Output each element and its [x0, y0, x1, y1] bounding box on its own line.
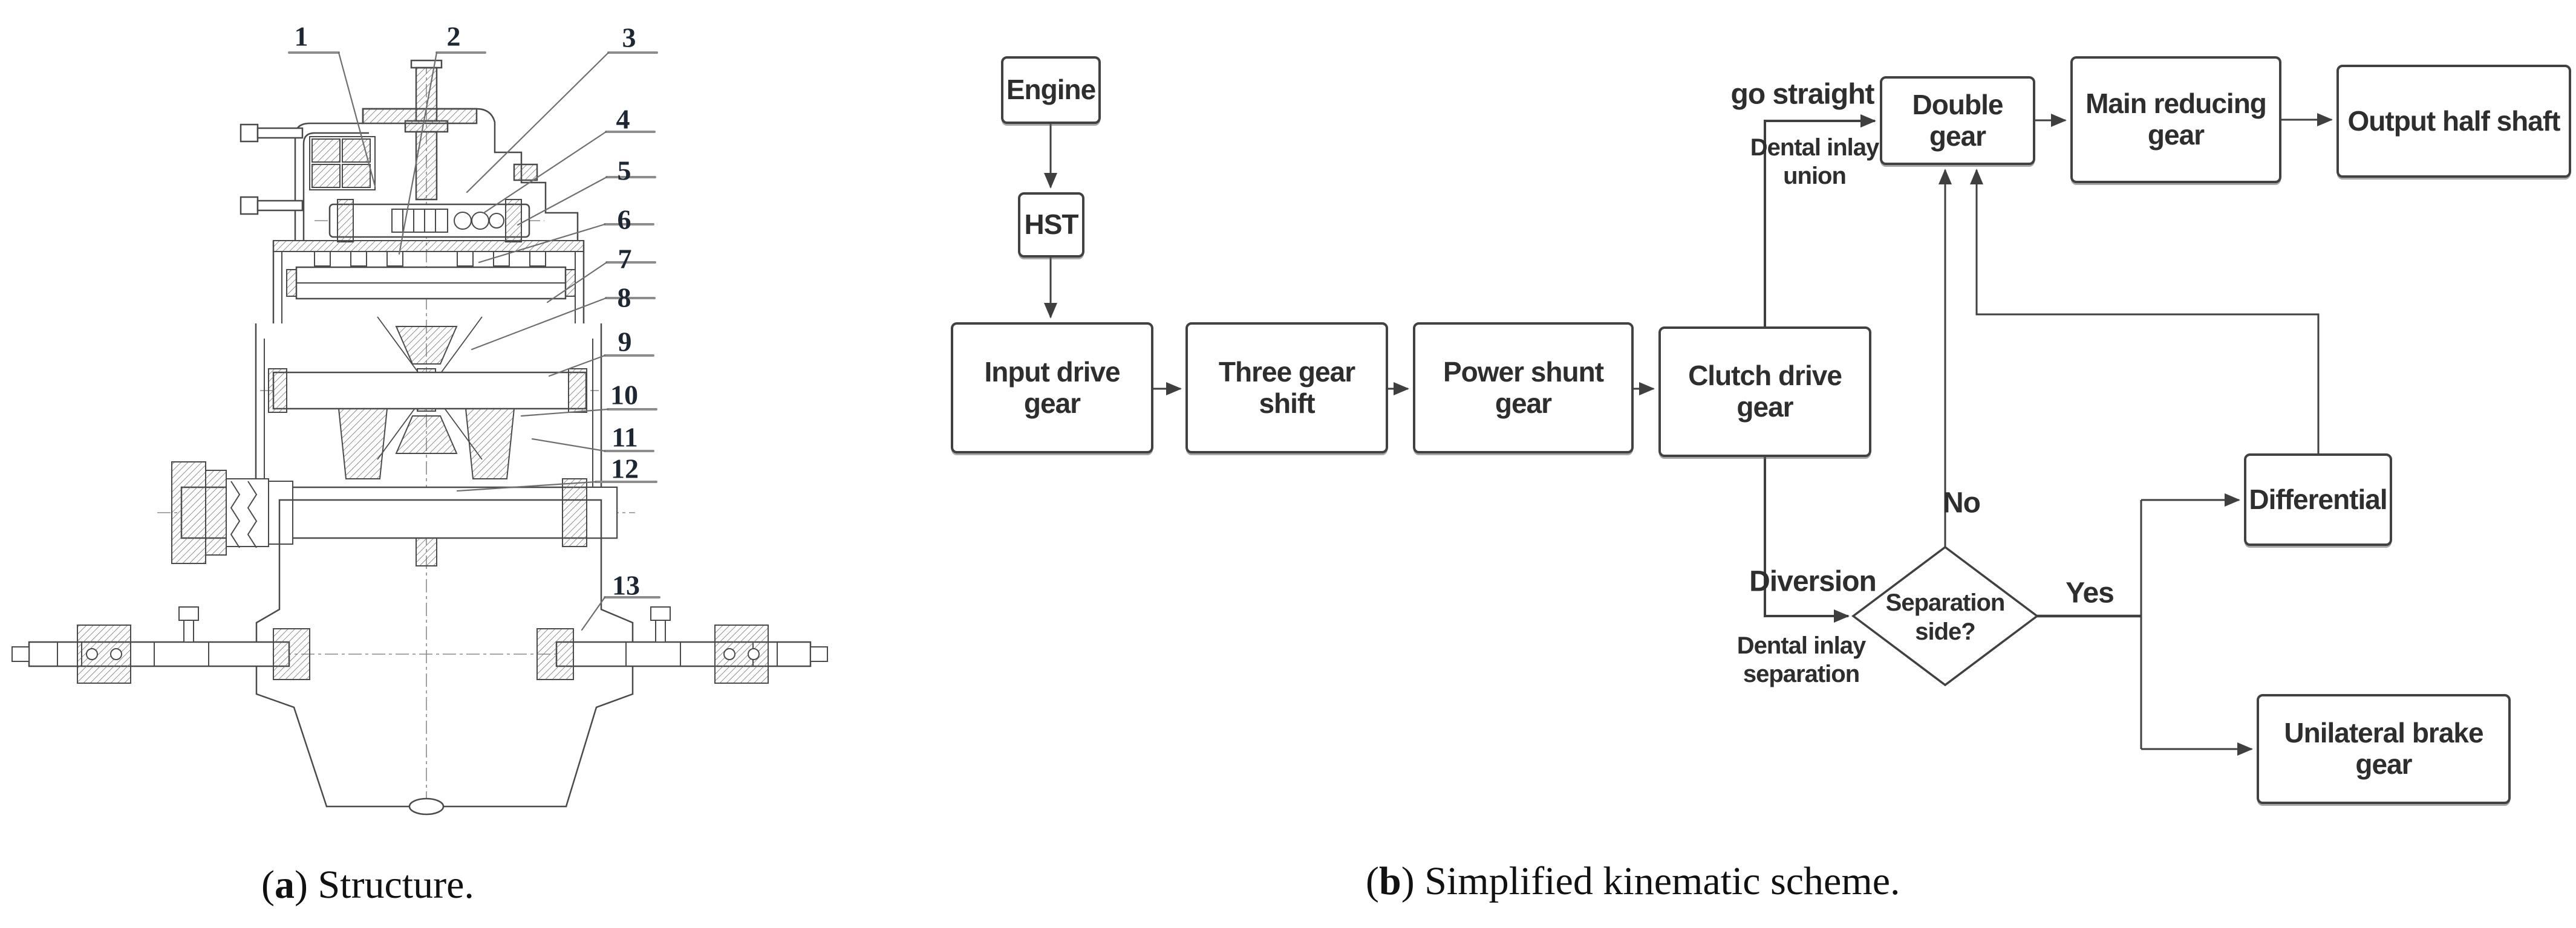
part-label-8: 8: [617, 282, 631, 313]
caption-a-letter: a: [274, 863, 295, 907]
caption-b-text: Simplified kinematic scheme.: [1424, 859, 1900, 903]
big-gear: [286, 266, 576, 300]
caption-b-close: ): [1401, 859, 1415, 903]
structure-drawing: [11, 51, 828, 816]
part-label-11: 11: [611, 421, 638, 453]
node-output-half-shaft: Output half shaft: [2336, 65, 2571, 178]
node-clutch-drive-gear: Clutch drive gear: [1658, 326, 1871, 457]
decision-line-2: side?: [1915, 618, 1975, 645]
caption-a-text: Structure.: [318, 863, 474, 907]
node-double-gear: Double gear: [1880, 76, 2035, 165]
part-label-1: 1: [294, 21, 308, 52]
label-dental-inlay-union: Dental inlay union: [1750, 134, 1880, 190]
label-dental-union-line2: union: [1783, 163, 1847, 189]
label-yes: Yes: [2066, 577, 2115, 609]
caption-a: (a) Structure.: [261, 862, 474, 908]
part-label-12: 12: [611, 453, 639, 484]
part-leader-lines: [288, 51, 660, 631]
part-label-10: 10: [610, 379, 638, 410]
mid-shaft: [255, 323, 602, 500]
bottom-housing: [255, 499, 634, 816]
label-diversion: Diversion: [1749, 565, 1877, 598]
label-dental-inlay-separation: Dental inlay separation: [1736, 632, 1867, 689]
right-axle: [536, 606, 828, 684]
label-go-straight: go straight: [1730, 78, 1875, 111]
decision-line-1: Separation: [1885, 589, 2006, 616]
caption-b-letter: b: [1378, 859, 1401, 903]
node-input-drive-gear: Input drive gear: [951, 322, 1153, 453]
part-label-9: 9: [618, 326, 632, 357]
part-label-4: 4: [616, 103, 630, 135]
left-axle: [11, 606, 310, 684]
bottom-shaft: [171, 461, 618, 566]
node-three-gear-shift: Three gear shift: [1185, 322, 1388, 453]
node-hst: HST: [1018, 192, 1084, 258]
node-unilateral-brake-gear: Unilateral brake gear: [2257, 694, 2511, 804]
caption-b-open: (: [1366, 859, 1379, 903]
part-label-6: 6: [617, 204, 631, 235]
label-no: No: [1943, 487, 1981, 519]
housing-studs: [240, 123, 304, 215]
part-label-5: 5: [617, 155, 631, 186]
figure-panel-structure: 1 2 3 4 5 6 7 8 9 10 11 12 13: [0, 0, 859, 928]
middle-housing: [272, 240, 585, 323]
label-dental-separation-line1: Dental inlay: [1736, 632, 1867, 659]
node-main-reducing-gear: Main reducing gear: [2070, 56, 2281, 183]
part-label-13: 13: [612, 569, 640, 601]
caption-a-open: (: [261, 863, 275, 907]
part-label-7: 7: [618, 243, 632, 274]
clutch-shaft: [328, 199, 530, 242]
label-dental-separation-line2: separation: [1743, 661, 1860, 687]
node-engine: Engine: [1001, 56, 1101, 124]
decision-diamond: [1851, 545, 2039, 687]
node-power-shunt-gear: Power shunt gear: [1413, 322, 1634, 453]
caption-b: (b) Simplified kinematic scheme.: [1366, 858, 1900, 904]
part-label-3: 3: [622, 22, 636, 53]
caption-a-close: ): [294, 863, 308, 907]
decision-separation-side: Separation side?: [1885, 588, 2006, 646]
part-label-2: 2: [446, 21, 461, 52]
label-dental-union-line1: Dental inlay: [1750, 134, 1880, 161]
node-differential: Differential: [2244, 453, 2392, 546]
